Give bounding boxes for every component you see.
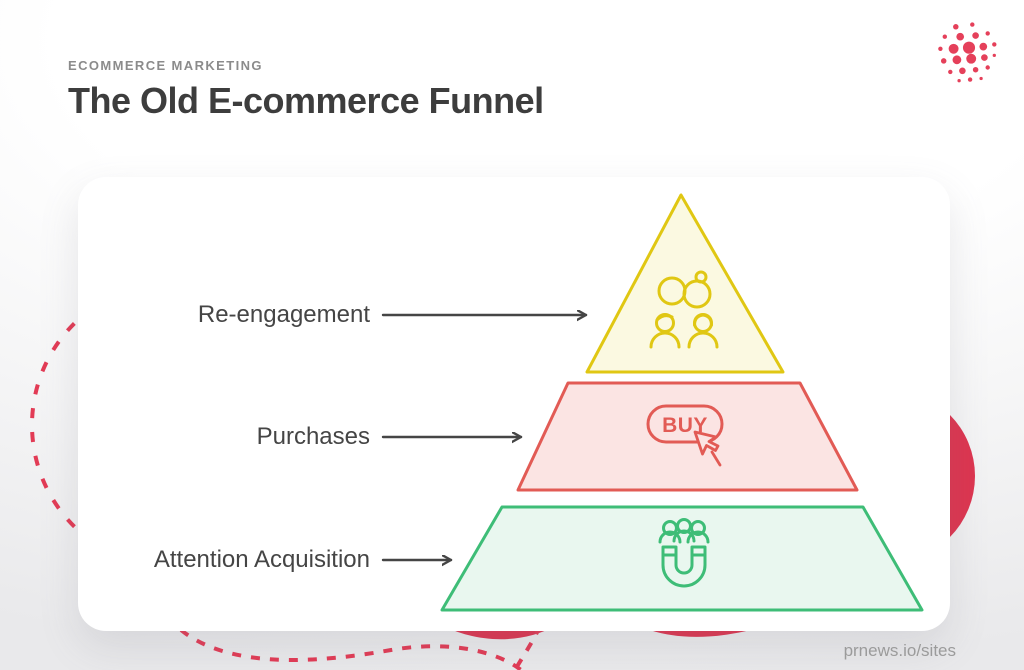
header: ECOMMERCE MARKETING The Old E-commerce F…: [68, 58, 544, 122]
halftone-dots-icon: [938, 22, 997, 83]
funnel-level-attention-shape: [440, 505, 924, 612]
kicker-label: ECOMMERCE MARKETING: [68, 58, 263, 73]
buy-button-click-icon: BUY: [646, 404, 724, 467]
label-purchases: Purchases: [256, 423, 370, 450]
page-title: The Old E-commerce Funnel: [68, 80, 544, 121]
engaged-couple-rings-icon: [649, 270, 719, 349]
watermark-url: prnews.io/sites: [843, 641, 956, 660]
funnel-card: BUY Re-engagement Purchases: [78, 177, 950, 631]
magnet-audience-icon: [658, 518, 710, 588]
funnel-level-reengagement-shape: [585, 193, 785, 374]
label-attention-acquisition: Attention Acquisition: [153, 546, 370, 573]
label-reengagement: Re-engagement: [197, 301, 370, 328]
